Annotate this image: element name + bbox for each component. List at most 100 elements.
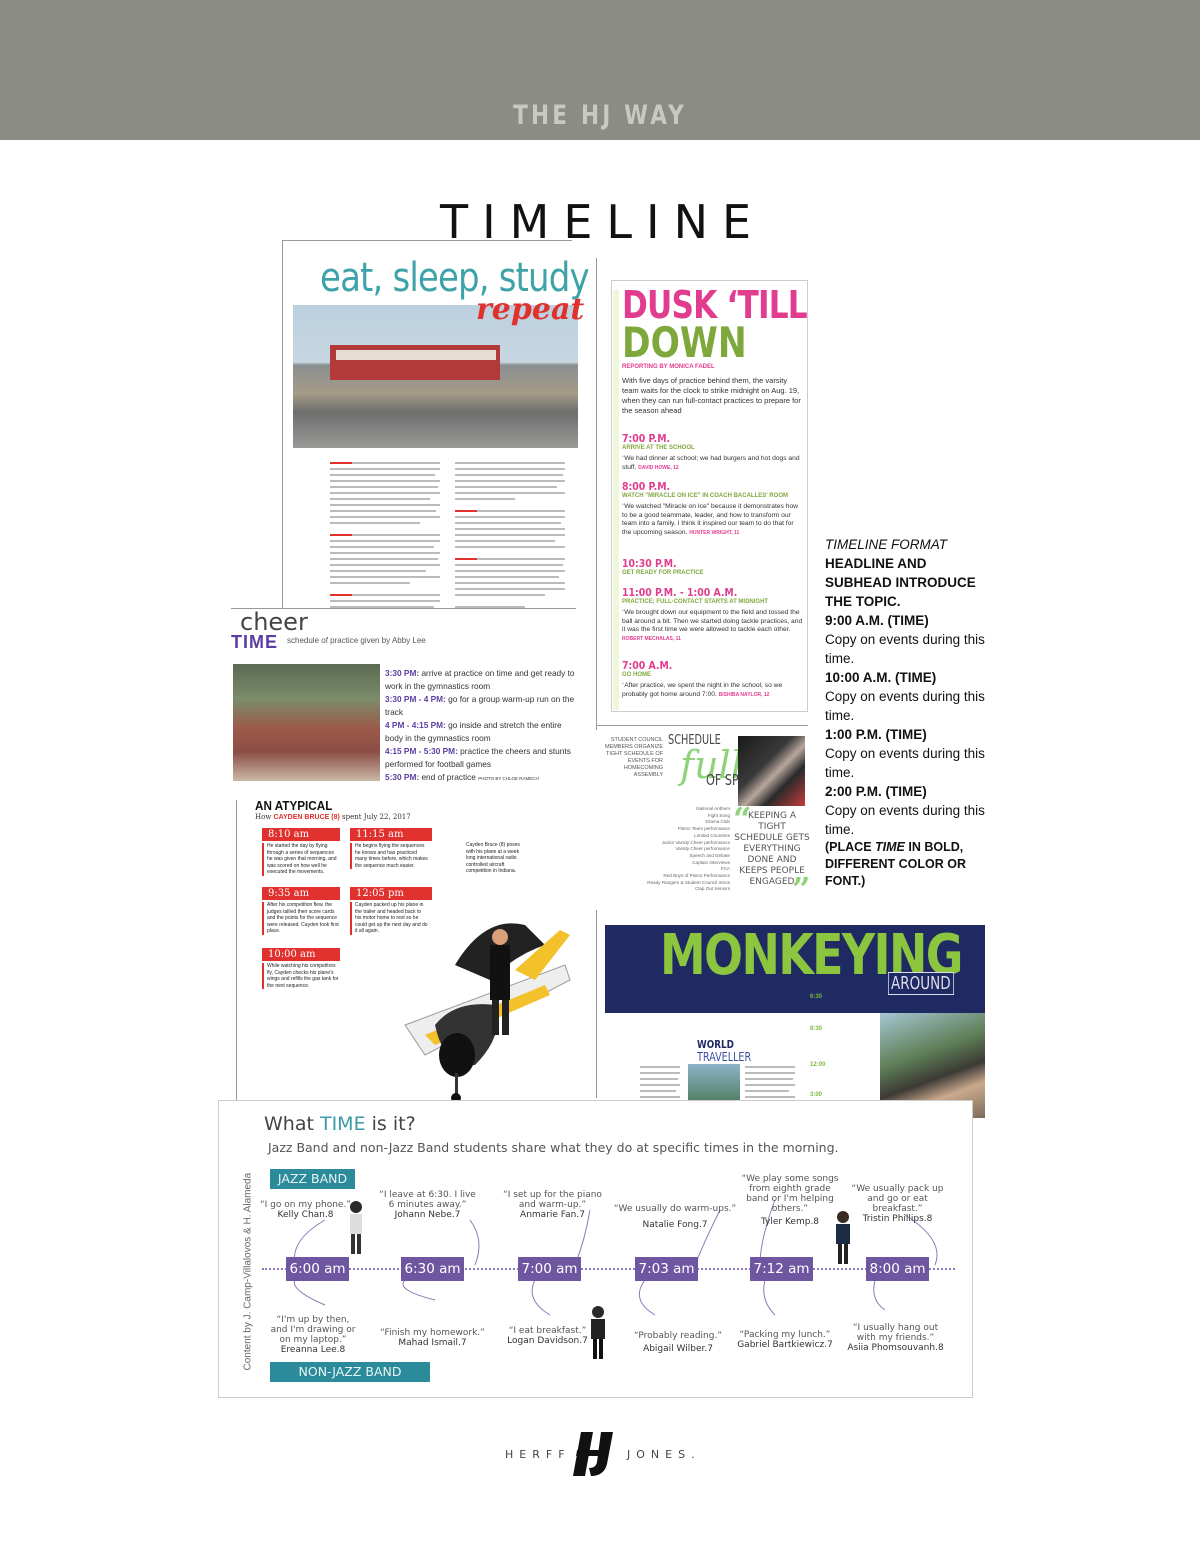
monkeying-time: 8:30 — [810, 1026, 823, 1032]
cheer-item: 4:15 PM - 5:30 PM: practice the cheers a… — [385, 746, 571, 769]
non-jazz-band-label: NON-JAZZ BAND — [270, 1362, 430, 1382]
dusk-label: WATCH "MIRACLE ON ICE" IN COACH BACALLES… — [622, 493, 788, 499]
dusk-quote: “After practice, we spent the night in t… — [622, 682, 783, 698]
header-banner — [0, 0, 1200, 140]
dusk-headline-2: DOWN — [622, 318, 747, 367]
format-title: TIMELINE FORMAT — [825, 537, 948, 552]
atypical-copy: He started the day by flying through a s… — [262, 843, 340, 876]
monkeying-time: 12:00 — [810, 1062, 826, 1068]
jazz-quote: “We usually do warm-ups.”Natalie Fong.7 — [613, 1204, 737, 1230]
banner-title: THE HJ WAY — [513, 100, 687, 131]
cheer-headline: cheer — [240, 608, 308, 636]
student-photo — [350, 1201, 362, 1254]
airplane-photo — [404, 923, 571, 1103]
dusk-time: 7:00 P.M. — [622, 432, 671, 445]
schedule-intro: STUDENT COUNCIL MEMBERS ORGANIZE TIGHT S… — [604, 737, 663, 778]
timeline-time: 6:00 am — [286, 1257, 349, 1281]
dusk-label: GET READY FOR PRACTICE — [622, 570, 704, 576]
atypical-copy: Cayden packed up his plane in the traile… — [350, 902, 428, 935]
dusk-time: 8:00 P.M. — [622, 480, 671, 493]
format-line: Copy on events during this time. — [825, 746, 985, 780]
footer-brand-right: JONES. — [627, 1448, 701, 1461]
atypical-time: 12:05 pm — [350, 887, 432, 900]
monkeying-time: 3:00 — [810, 1092, 823, 1098]
divider-page-left — [282, 240, 283, 608]
herff-jones-logo-icon — [573, 1432, 613, 1476]
format-line: Copy on events during this time. — [825, 803, 985, 837]
atypical-headline: AN ATYPICAL — [255, 798, 333, 813]
cheer-item: 3:30 PM - 4 PM: go for a group warm-up r… — [385, 694, 575, 717]
atypical-time: 10:00 am — [262, 948, 340, 961]
dusk-time: 7:00 A.M. — [622, 659, 673, 672]
dusk-byline: REPORTING BY MONICA FADEL — [622, 364, 715, 370]
what-time-subhead: Jazz Band and non-Jazz Band students sha… — [268, 1140, 839, 1155]
format-line: 10:00 A.M. (TIME) — [825, 670, 937, 685]
divider-vertical — [596, 258, 597, 1098]
schedule-headline: SCHEDULE — [668, 733, 721, 748]
atypical-caption: Cayden Bruce (8) poses with his plane at… — [466, 842, 520, 874]
dusk-time: 11:00 P.M. - 1:00 A.M. — [622, 586, 738, 599]
student-photo — [591, 1306, 605, 1359]
format-line: Copy on events during this time. — [825, 632, 985, 666]
cheer-item: 3:30 PM: arrive at practice on time and … — [385, 668, 575, 691]
timeline-time: 7:03 am — [635, 1257, 698, 1281]
dusk-intro: With five days of practice behind them, … — [622, 376, 801, 415]
schedule-full-word: full — [680, 743, 743, 787]
spread1-headline: eat, sleep, study — [320, 255, 590, 301]
divider-h-right — [596, 725, 808, 726]
atypical-time: 11:15 am — [350, 828, 432, 841]
format-line: Copy on events during this time. — [825, 689, 985, 723]
format-note: (PLACE TIME IN BOLD, DIFFERENT COLOR OR … — [825, 840, 966, 888]
nonjazz-quote: “Finish my homework.”Mahad Ismail.7 — [380, 1328, 485, 1348]
atypical-copy: He begins flying the sequences he knows … — [350, 843, 428, 869]
cheer-time-word: TIME — [231, 632, 278, 652]
spread1-photo-sign — [336, 350, 496, 360]
dusk-label: ARRIVE AT THE SCHOOL — [622, 445, 695, 451]
cheer-item: 5:30 PM: end of practice PHOTO BY CHLOE … — [385, 772, 539, 782]
dusk-label: GO HOME — [622, 672, 652, 678]
format-line: HEADLINE AND SUBHEAD INTRODUCE THE TOPIC… — [825, 556, 976, 609]
monkeying-world: WORLD — [697, 1038, 734, 1051]
jazz-band-label: JAZZ BAND — [270, 1169, 355, 1189]
nonjazz-quote: “I'm up by then, and I'm drawing or on m… — [270, 1315, 356, 1355]
dusk-side-bar — [613, 290, 619, 710]
spread1-headline-accent: repeat — [476, 292, 585, 327]
timeline-time: 6:30 am — [401, 1257, 464, 1281]
divider-page-top — [282, 240, 572, 241]
monkeying-time: 6:30 — [810, 994, 823, 1000]
divider-page-left-lower — [236, 800, 237, 1108]
jazz-quote: “I set up for the piano and warm-up.”Anm… — [503, 1190, 602, 1220]
dusk-quote: “We watched "Miracle on Ice" because it … — [622, 503, 798, 536]
timeline-time: 8:00 am — [866, 1257, 929, 1281]
nonjazz-quote: “Probably reading.”Abigail Wilber.7 — [633, 1331, 722, 1354]
format-line: 2:00 P.M. (TIME) — [825, 784, 927, 799]
atypical-time: 8:10 am — [262, 828, 340, 841]
nonjazz-quote: “I eat breakfast.”Logan Davidson.7 — [507, 1326, 588, 1346]
cheer-item: 4 PM - 4:15 PM: go inside and stretch th… — [385, 720, 562, 743]
atypical-copy: After his competition flew, the judges t… — [262, 902, 340, 935]
schedule-quote: KEEPING A TIGHT SCHEDULE GETS EVERYTHING… — [734, 811, 810, 887]
jazz-quote: “We usually pack up and go or eat breakf… — [851, 1184, 944, 1224]
monkeying-traveller: TRAVELLER — [697, 1050, 752, 1064]
timeline-time: 7:00 am — [518, 1257, 581, 1281]
format-line: 9:00 A.M. (TIME) — [825, 613, 929, 628]
cheer-photo — [233, 664, 380, 781]
timeline-format-notes: TIMELINE FORMAT HEADLINE AND SUBHEAD INT… — [825, 535, 995, 890]
monkeying-around: AROUND — [888, 972, 954, 995]
what-time-headline: What TIME is it? — [264, 1113, 416, 1135]
cheer-subhead: schedule of practice given by Abby Lee — [287, 636, 426, 645]
dusk-quote: “We had dinner at school; we had burgers… — [622, 455, 800, 471]
dusk-card — [611, 280, 808, 712]
dusk-label: PRACTICE; FULL-CONTACT STARTS AT MIDNIGH… — [622, 599, 769, 605]
timeline-axis — [262, 1268, 955, 1270]
nonjazz-quote: “I usually hang out with my friends.”Asi… — [847, 1323, 944, 1353]
jazz-quote: “I leave at 6:30. I live 6 minutes away.… — [379, 1190, 476, 1220]
atypical-time: 9:35 am — [262, 887, 340, 900]
jazz-quote: “We play some songs from eighth grade ba… — [741, 1174, 839, 1227]
monkeying-header-bg — [605, 925, 985, 1013]
dusk-time: 10:30 P.M. — [622, 557, 677, 570]
content-credit: Content by J. Camp-Villalovos & H. Alame… — [242, 1172, 254, 1371]
dusk-quote: “We brought down our equipment to the fi… — [622, 609, 803, 642]
dusk-headline-1: DUSK ‘TILL — [622, 283, 808, 327]
